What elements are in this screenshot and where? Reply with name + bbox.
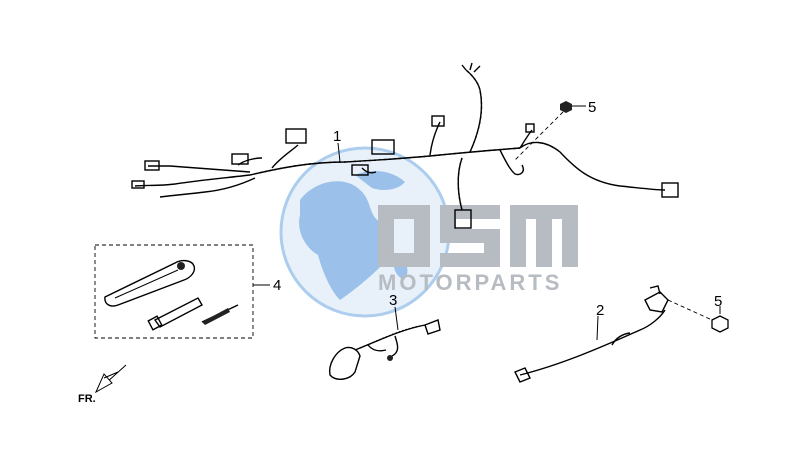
watermark-subtitle: MOTORPARTS xyxy=(378,270,562,295)
callout-2: 2 xyxy=(596,302,604,319)
callout-5-lower: 5 xyxy=(714,293,722,310)
tool-kit: 4 xyxy=(94,244,281,339)
spark-plug-cable: 3 xyxy=(328,292,441,380)
callout-3: 3 xyxy=(389,292,397,309)
front-arrow-icon: FR. xyxy=(78,364,127,405)
callout-4: 4 xyxy=(273,277,281,294)
callout-1: 1 xyxy=(333,128,341,145)
front-label: FR. xyxy=(78,393,96,405)
ground-cable: 2 xyxy=(514,285,713,383)
bolt-lower: 5 xyxy=(711,293,729,333)
callout-5-upper: 5 xyxy=(588,99,596,116)
wire-harness: 1 xyxy=(131,62,679,229)
bolt-upper: 5 xyxy=(514,99,596,161)
watermark-globe xyxy=(279,146,451,318)
